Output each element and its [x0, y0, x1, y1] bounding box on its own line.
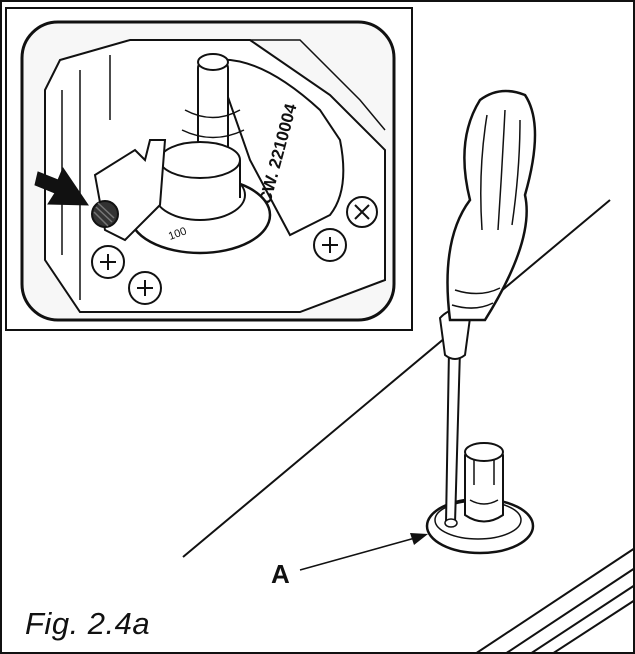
motor-cylinder	[213, 58, 345, 237]
inset-detail: CW. 2210004 100	[5, 7, 413, 331]
adjustment-screw	[91, 200, 119, 228]
figure-caption: Fig. 2.4a	[25, 606, 151, 641]
screwdriver-handle	[446, 89, 537, 322]
screw-heads	[91, 196, 378, 305]
dial-text: 100	[167, 225, 188, 243]
hob-surface	[182, 199, 635, 654]
callout-label-a: A	[271, 559, 290, 589]
screwdriver	[438, 89, 537, 528]
pointer-arrow	[34, 166, 89, 206]
callout-a-arrow	[299, 533, 428, 571]
